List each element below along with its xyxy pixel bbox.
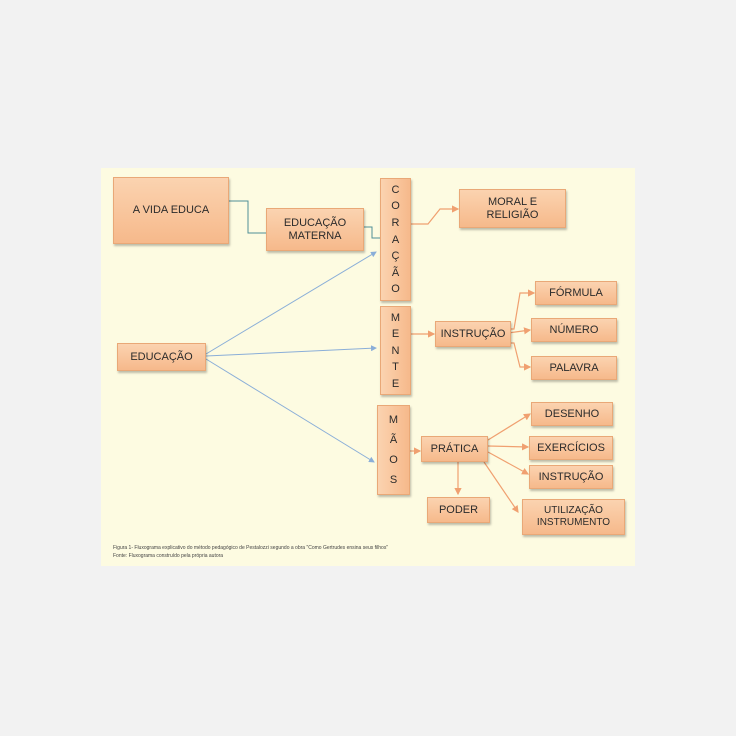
vertical-letter: S [389, 474, 398, 486]
node-poder: PODER [427, 497, 490, 523]
vertical-letter: N [391, 344, 400, 357]
node-exercicios: EXERCÍCIOS [529, 436, 613, 460]
figure-source: Fonte: Fluxograma construído pela própri… [113, 553, 224, 559]
node-numero: NÚMERO [531, 318, 617, 342]
figure-caption: Figura 1- Fluxograma explicativo do méto… [113, 545, 389, 551]
vertical-letter: E [391, 377, 400, 390]
vertical-letter: T [392, 361, 399, 373]
node-formula: FÓRMULA [535, 281, 617, 305]
node-pratica: PRÁTICA [421, 436, 488, 462]
vertical-letter: R [391, 216, 400, 229]
node-desenho: DESENHO [531, 402, 613, 426]
vertical-letter: C [391, 183, 400, 196]
node-instrucao-pratica: INSTRUÇÃO [529, 465, 613, 489]
vertical-letter: O [389, 454, 398, 466]
node-moral-religiao: MORAL E RELIGIÃO [459, 189, 566, 228]
node-educacao: EDUCAÇÃO [117, 343, 206, 371]
vertical-letter: Ç [391, 250, 400, 263]
node-palavra: PALAVRA [531, 356, 617, 380]
vertical-letter: Ã [391, 266, 400, 279]
vertical-letter: O [391, 283, 400, 296]
vertical-letter: M [390, 311, 401, 324]
node-educacao-materna: EDUCAÇÃO MATERNA [266, 208, 364, 251]
vertical-letter: A [391, 233, 400, 246]
node-utilizacao-instrumento: UTILIZAÇÃO INSTRUMENTO [522, 499, 625, 535]
vertical-letter: E [391, 328, 400, 340]
node-a-vida-educa: A VIDA EDUCA [113, 177, 229, 244]
node-instrucao: INSTRUÇÃO [435, 321, 511, 347]
vertical-letter: O [391, 200, 400, 213]
vertical-letter: M [388, 414, 399, 426]
vertical-letter: Ã [389, 434, 398, 446]
